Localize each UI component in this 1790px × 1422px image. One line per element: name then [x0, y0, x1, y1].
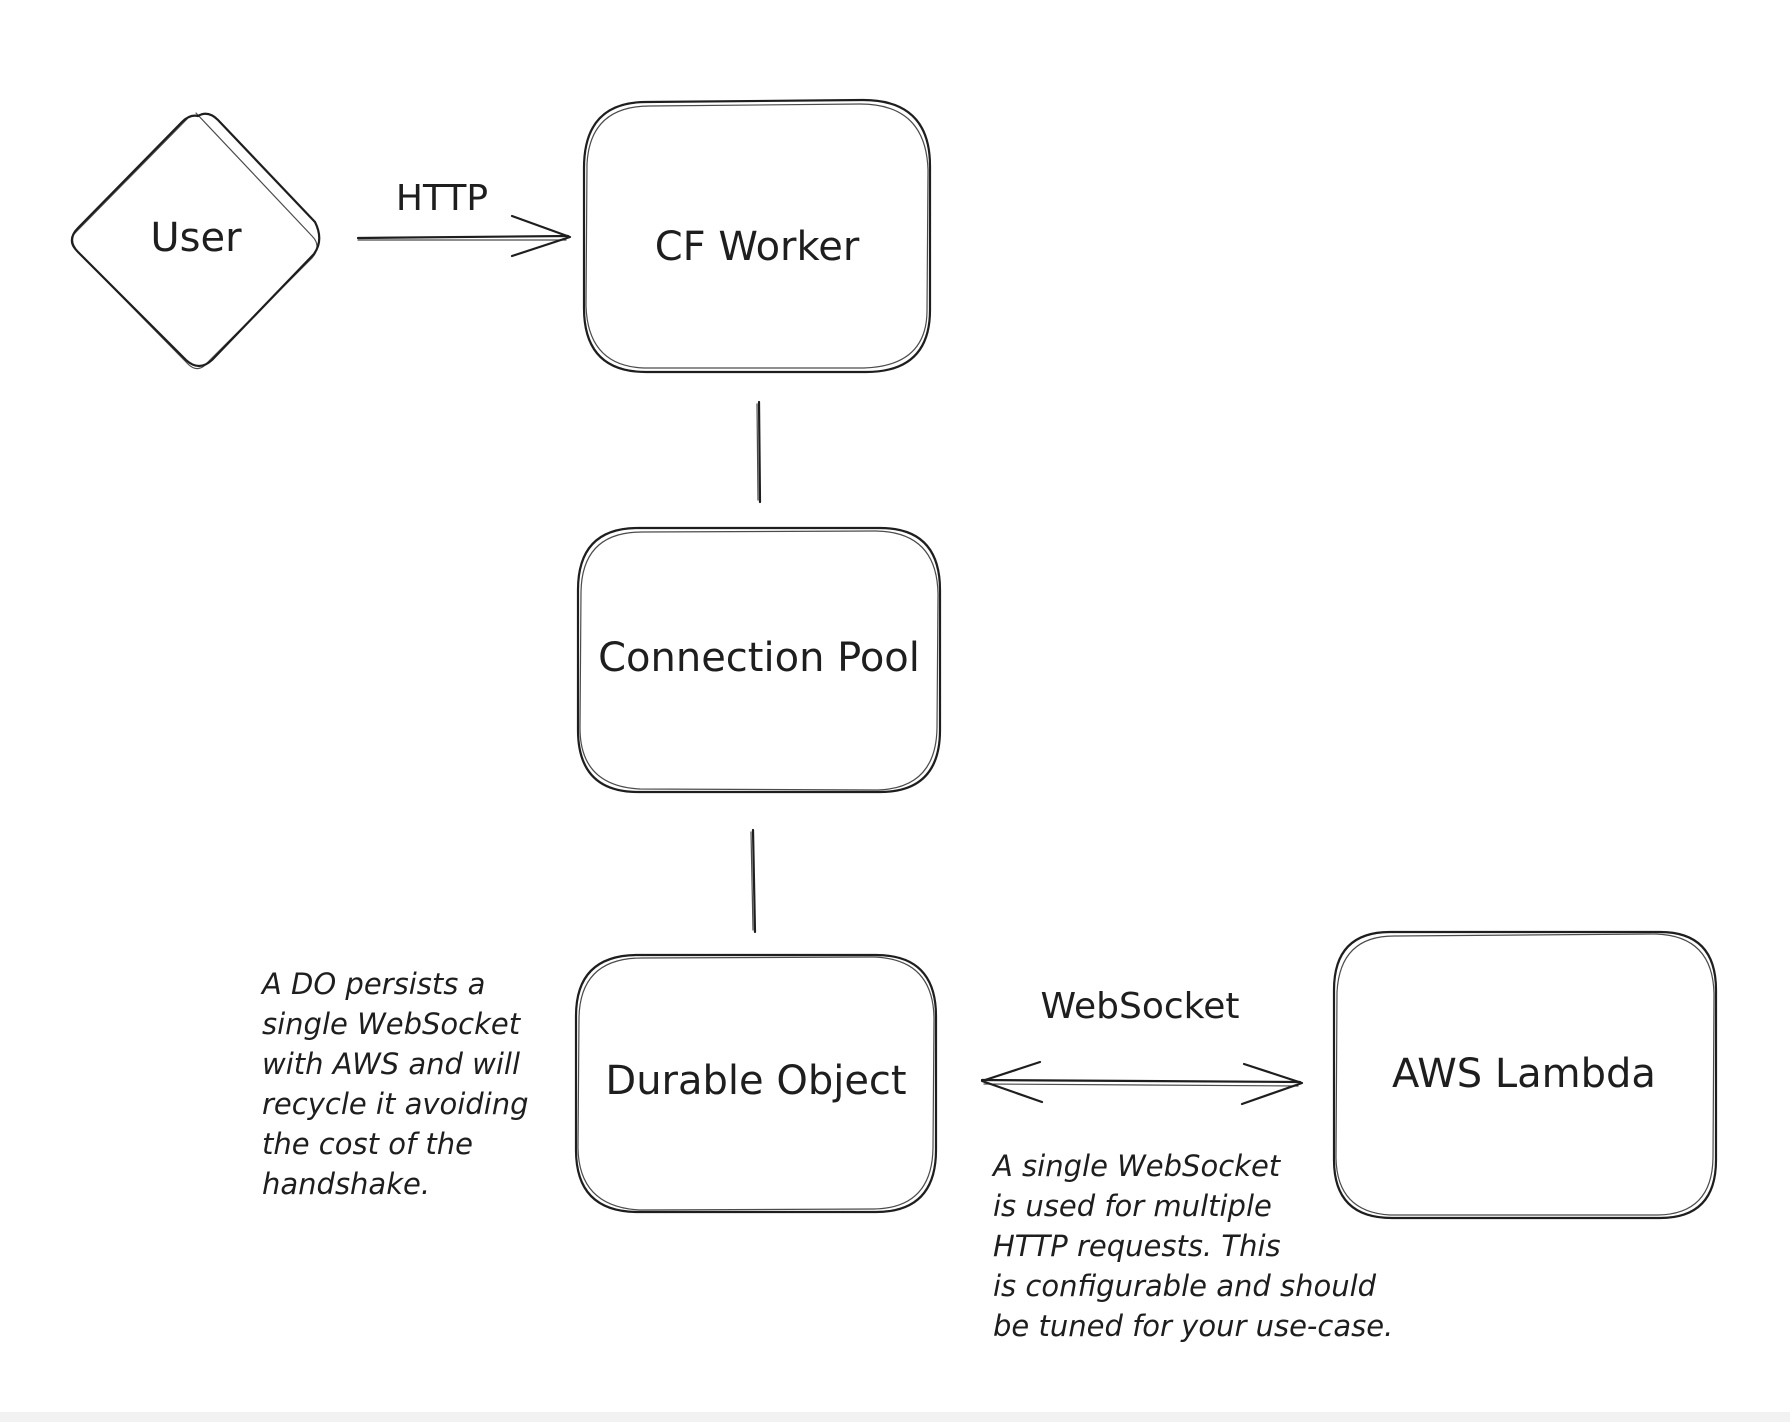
user-label: User	[150, 215, 242, 261]
bottom-edge	[0, 1412, 1790, 1422]
user-node	[70, 112, 321, 370]
websocket-edge-label: WebSocket	[1041, 986, 1240, 1027]
worker-pool-connector	[756, 400, 762, 504]
websocket-note: A single WebSocket is used for multiple …	[993, 1149, 1394, 1343]
durable-object-note: A DO persists a single WebSocket with AW…	[262, 967, 529, 1201]
aws-lambda-label: AWS Lambda	[1392, 1051, 1656, 1097]
pool-do-connector	[750, 828, 757, 934]
websocket-arrow	[980, 1060, 1304, 1106]
durable-object-label: Durable Object	[605, 1058, 906, 1104]
connection-pool-node	[576, 526, 942, 794]
aws-lambda-node	[1332, 930, 1718, 1220]
cf-worker-label: CF Worker	[655, 224, 860, 270]
connection-pool-label: Connection Pool	[598, 635, 920, 681]
durable-object-node	[574, 953, 938, 1214]
http-edge-label: HTTP	[396, 178, 488, 219]
cf-worker-node	[582, 98, 932, 374]
http-arrow	[356, 214, 572, 258]
